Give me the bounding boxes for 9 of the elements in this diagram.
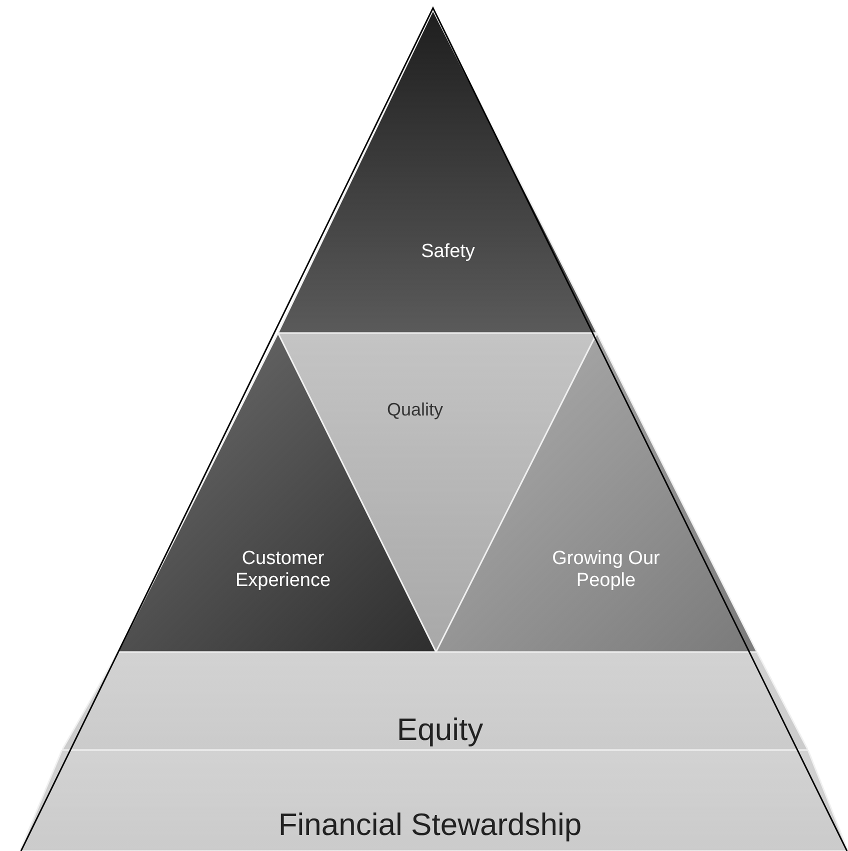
pyramid-segment (20, 750, 848, 851)
segment-label: Equity (396, 710, 484, 749)
pyramid-segment (278, 10, 597, 333)
pyramid-segment (62, 652, 808, 750)
segment-label: Growing Our People (551, 548, 661, 592)
segment-label: Customer Experience (234, 548, 332, 592)
segment-label: Safety (420, 240, 476, 264)
segment-label: Financial Stewardship (277, 806, 583, 844)
segment-label: Quality (386, 398, 444, 422)
